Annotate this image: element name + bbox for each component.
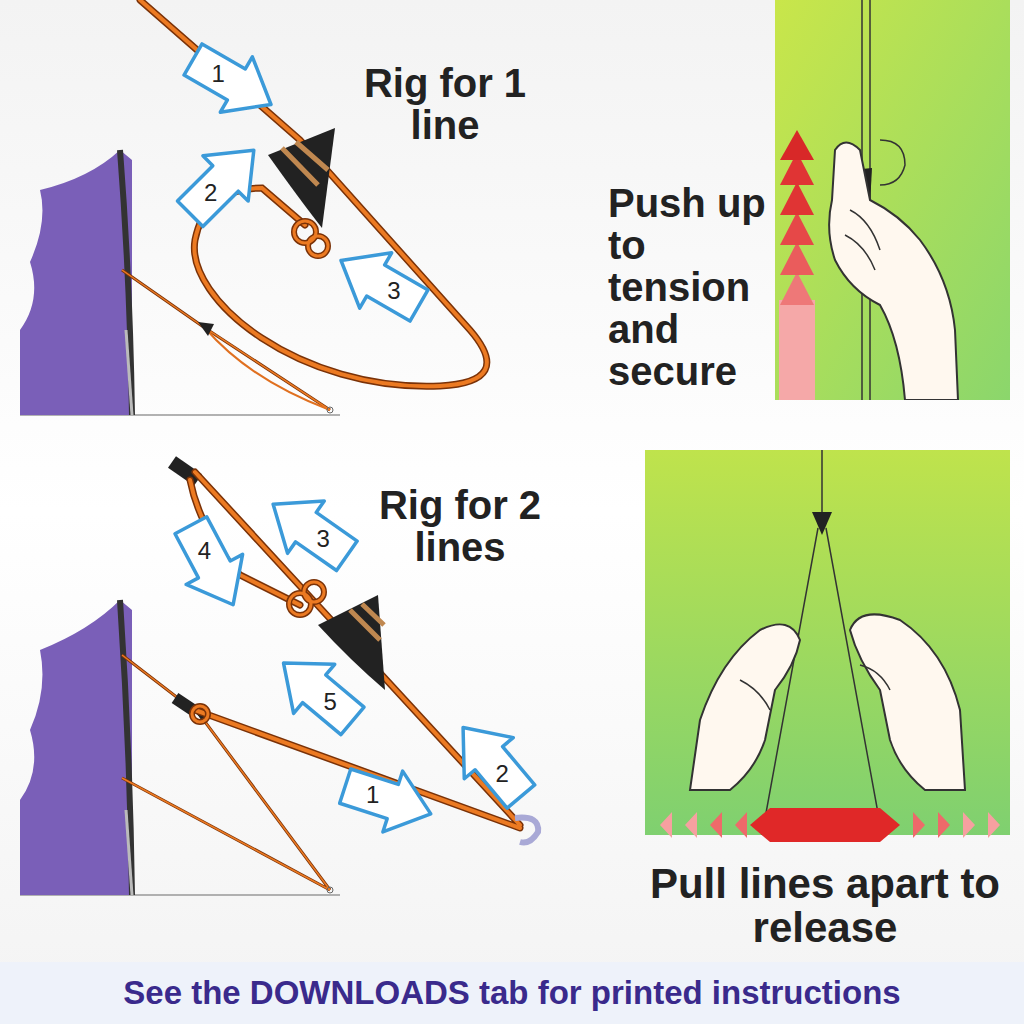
callout-arrow: 2: [442, 712, 542, 812]
tent-top: [20, 150, 340, 415]
callout-number: 1: [211, 62, 224, 86]
arrow-shape: [338, 750, 438, 850]
rig-heading: Rig for 1 line: [345, 62, 545, 146]
callout-number: 4: [198, 539, 211, 563]
arrow-shape: [172, 132, 272, 232]
arrow-shape: [442, 712, 542, 812]
callout-arrow: 2: [172, 132, 272, 232]
callout-number: 1: [366, 783, 379, 807]
callout-arrow: 1: [338, 750, 438, 850]
arrow-shape: [268, 642, 368, 742]
pull-panel: [645, 450, 1010, 842]
push-panel: [775, 0, 1010, 400]
callout-arrow: 3: [330, 233, 430, 333]
footer-band: See the DOWNLOADS tab for printed instru…: [0, 962, 1024, 1024]
arrow-shape: [260, 480, 360, 580]
arrow-shape: [330, 233, 430, 333]
callout-number: 2: [496, 762, 509, 786]
instruction-text: Push up to tension and secure: [608, 182, 780, 392]
callout-number: 5: [324, 690, 337, 714]
arrow-shape: [162, 515, 262, 615]
callout-arrow: 4: [162, 515, 262, 615]
callout-number: 2: [204, 181, 217, 205]
instruction-text: Pull lines apart to release: [645, 862, 1005, 950]
callout-number: 3: [387, 279, 400, 303]
rig-heading: Rig for 2 lines: [355, 484, 565, 568]
callout-arrow: 1: [182, 32, 282, 132]
callout-number: 3: [316, 527, 329, 551]
callout-arrow: 3: [260, 480, 360, 580]
footer-note: See the DOWNLOADS tab for printed instru…: [123, 974, 900, 1012]
rig-one-line: [140, 0, 487, 386]
callout-arrow: 5: [268, 642, 368, 742]
arrow-shape: [182, 32, 282, 132]
